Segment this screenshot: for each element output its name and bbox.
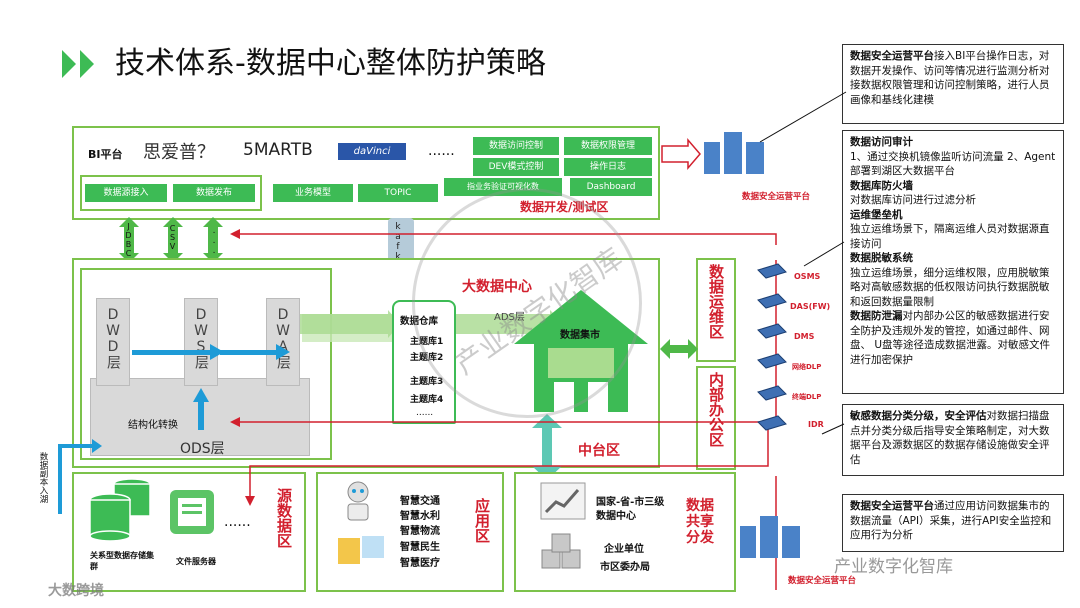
sec-net-dlp: 网络DLP <box>792 363 822 371</box>
app-item-4: 智慧民生 <box>400 542 440 553</box>
title-arrow-icon <box>62 48 102 80</box>
connector-arrows <box>119 217 223 263</box>
security-devices <box>757 263 787 431</box>
note-operation-platform: 数据安全运营平台接入BI平台操作日志，对数据开发操作、访问等情况进行监测分析对接… <box>842 44 1064 124</box>
bi-row2-box <box>80 175 262 211</box>
btn-data-permission: 数据权限管理 <box>564 137 652 155</box>
note2-item-2: 数据库防火墙对数据库访问进行过滤分析 <box>850 179 976 207</box>
sec-das: DAS(FW) <box>790 302 831 311</box>
db-cluster-label: 关系型数据存储集群 <box>90 551 154 571</box>
ops-zone-label: 数据运维区 <box>707 264 725 339</box>
security-server-icon-bottom <box>740 516 800 558</box>
note2-item-3: 运维堡垒机独立运维场景下，隔离运维人员对数据源直接访问 <box>850 208 1050 250</box>
note1-bold: 数据安全运营平台 <box>850 50 934 62</box>
struct-transform-label: 结构化转换 <box>128 420 178 431</box>
btn-data-access-control: 数据访问控制 <box>473 137 559 155</box>
lake-copy-label: 数据副本入湖 <box>38 452 48 503</box>
bi-tool-1: 思爱普？ <box>143 142 215 163</box>
sec-idr: IDR <box>808 420 824 429</box>
office-zone-box <box>696 366 736 470</box>
kafka-label: kafka <box>393 222 403 272</box>
ops-zone-box <box>696 258 736 362</box>
btn-data-publish: 数据发布 <box>173 184 255 202</box>
office-zone-label: 内部办公区 <box>707 372 725 447</box>
topic-3: 主题库3 <box>410 377 444 387</box>
footer-left: 大数跨境 <box>48 583 104 599</box>
btn-data-source-access: 数据源接入 <box>85 184 167 202</box>
dots-label: ... <box>209 226 219 256</box>
note2-item-4: 数据脱敏系统独立运维场景，细分运维权限，应用脱敏策略对高敏感数据的低权限访问执行… <box>850 252 1050 308</box>
csv-label: CSV <box>168 224 177 251</box>
sec-osms: OSMS <box>794 272 821 281</box>
source-zone-label: 源数据区 <box>275 488 293 548</box>
note1-text: 接入BI平台操作日志，对数据开发操作、访问等情况进行监测分析对接数据权限管理和访… <box>850 50 1050 106</box>
btn-business-model: 业务模型 <box>273 184 353 202</box>
bi-tool-2: 5MARTB <box>243 140 313 160</box>
platform-label-top: 数据安全运营平台 <box>742 192 811 202</box>
share-line-1: 国家-省-市三级数据中心 <box>596 497 665 522</box>
boxes-icon <box>541 533 581 569</box>
note4-bold: 数据安全运营平台 <box>850 500 934 512</box>
middle-zone-arrow <box>532 414 562 480</box>
ods-layer-label: ODS层 <box>180 441 225 457</box>
sec-terminal-dlp: 终端DLP <box>792 393 822 401</box>
sec-dms: DMS <box>794 332 815 341</box>
note1-connector <box>759 91 847 143</box>
middle-zone-label: 中台区 <box>578 443 620 459</box>
robot-icon <box>347 481 369 521</box>
platform-label-bottom: 数据安全运营平台 <box>788 576 857 586</box>
btn-dev-mode: DEV模式控制 <box>473 158 559 176</box>
file-server-label: 文件服务器 <box>176 557 216 566</box>
note2-item-5: 数据防泄漏对内部办公区的敏感数据进行安全防护及违规外发的管控，如通过邮件、网盘、… <box>850 310 1051 366</box>
app-zone-label: 应用区 <box>473 498 491 543</box>
davinci-logo: daVinci <box>338 143 406 160</box>
bigdata-inner-box <box>80 268 332 460</box>
topic-more: ...... <box>416 408 434 418</box>
dwd-layer: DWD层 <box>96 298 130 386</box>
btn-topic: TOPIC <box>358 184 438 202</box>
bi-label: BI平台 <box>88 148 123 161</box>
app-item-5: 智慧医疗 <box>400 558 440 569</box>
bi-tool-more: ...... <box>428 143 455 159</box>
watermark-stamp <box>412 188 642 418</box>
source-more: ...... <box>224 514 251 530</box>
footer-right: 产业数字化智库 <box>834 557 953 577</box>
app-item-3: 智慧物流 <box>400 526 440 537</box>
app-zone-box <box>316 472 504 592</box>
btn-dashboard: Dashboard <box>570 178 652 196</box>
note3-connector <box>821 423 845 435</box>
note4-text: 通过应用访问数据集市的数据流量（API）采集，进行API安全监控和应用行为分析 <box>850 500 1052 541</box>
btn-operation-log: 操作日志 <box>564 158 652 176</box>
note-classification: 敏感数据分类分级，安全评估对数据扫描盘点并分类分级后指导安全策略制定，对大数据平… <box>842 404 1064 476</box>
lake-arrow <box>58 439 102 514</box>
database-cluster-icon <box>89 478 151 542</box>
page-title: 技术体系-数据中心整体防护策略 <box>115 46 546 81</box>
share-zone-label: 数据共享分发 <box>686 498 714 546</box>
app-item-1: 智慧交通 <box>400 496 440 507</box>
growth-chart-icon <box>540 482 586 520</box>
share-line-3: 市区委办局 <box>600 562 650 573</box>
ops-double-arrow <box>660 339 698 359</box>
note3-bold: 敏感数据分类分级，安全评估 <box>850 410 987 422</box>
note3-text: 对数据扫描盘点并分类分级后指导安全策略制定，对大数据平台及源数据区的数据存储设施… <box>850 410 1050 466</box>
app-item-2: 智慧水利 <box>400 511 440 522</box>
note-api-monitoring: 数据安全运营平台通过应用访问数据集市的数据流量（API）采集，进行API安全监控… <box>842 494 1064 552</box>
jdbc-label: JDBC <box>124 222 133 258</box>
share-line-2: 企业单位 <box>604 544 644 555</box>
file-server-icon <box>170 490 214 534</box>
security-server-icon-top <box>704 132 764 174</box>
note2-connector <box>803 241 845 267</box>
hand-card-icon <box>338 536 384 564</box>
topic-4: 主题库4 <box>410 395 444 405</box>
